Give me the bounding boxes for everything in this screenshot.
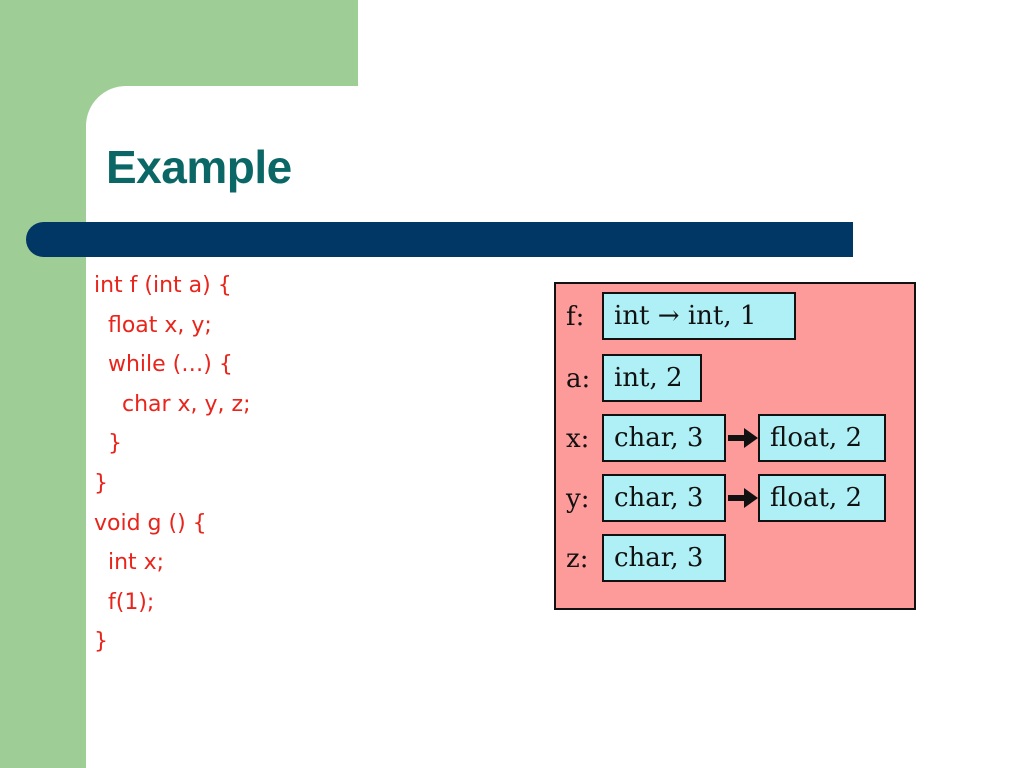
code-line: char x, y, z; [94, 391, 251, 417]
code-line: while (…) { [94, 352, 233, 378]
title-divider-bar [26, 222, 853, 257]
code-line: } [94, 470, 108, 496]
code-line: int f (int a) { [94, 273, 232, 298]
code-line: float x, y; [94, 312, 212, 338]
entry-a-0: int, 2 [602, 354, 702, 402]
entry-x-0: char, 3 [602, 414, 726, 462]
code-line: } [94, 431, 122, 457]
entry-z-0: char, 3 [602, 534, 726, 582]
code-block: int f (int a) { float x, y; while (…) { … [94, 266, 251, 662]
code-line: int x; [94, 550, 165, 576]
code-line: } [94, 629, 108, 655]
entry-y-0: char, 3 [602, 474, 726, 522]
arrow-icon [728, 488, 758, 508]
symbol-table-diagram: f: int → int, 1 a: int, 2 x: char, 3 flo… [554, 282, 916, 610]
entry-f-0: int → int, 1 [602, 292, 796, 340]
entry-y-1: float, 2 [758, 474, 886, 522]
code-line: void g () { [94, 510, 207, 536]
slide-title: Example [106, 141, 292, 193]
entry-x-1: float, 2 [758, 414, 886, 462]
var-label-a: a: [566, 364, 591, 394]
var-label-f: f: [566, 302, 585, 332]
top-background [358, 0, 1024, 86]
var-label-x: x: [566, 424, 590, 454]
var-label-z: z: [566, 544, 589, 574]
code-line: f(1); [94, 589, 155, 615]
arrow-icon [728, 428, 758, 448]
var-label-y: y: [566, 484, 590, 514]
